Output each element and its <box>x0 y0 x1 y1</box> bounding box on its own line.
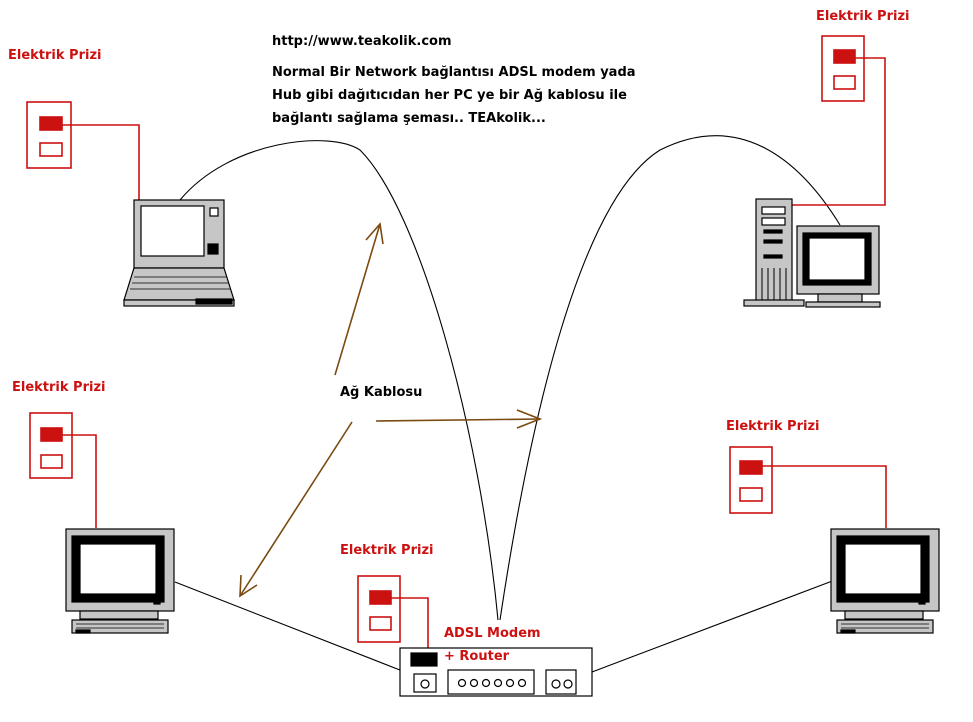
cable-label: Ağ Kablosu <box>340 385 423 400</box>
desktop-computer-icon <box>743 198 881 308</box>
outlet-middle-right <box>729 446 887 528</box>
outlet-top-right <box>790 35 886 206</box>
arrow-up <box>334 222 384 376</box>
outlet-label-middle-left: Elektrik Prizi <box>12 380 106 395</box>
arrow-down-left <box>239 421 353 598</box>
adsl-modem-icon <box>399 647 593 697</box>
header-text: http://www.teakolik.com Normal Bir Netwo… <box>272 30 692 130</box>
outlet-label-top-right: Elektrik Prizi <box>816 9 910 24</box>
cable-right-monitor <box>591 579 836 673</box>
description-line-1: Normal Bir Network bağlantısı ADSL modem… <box>272 65 636 80</box>
modem-label-line1: ADSL Modem <box>444 626 541 641</box>
laptop-icon <box>123 199 235 307</box>
outlet-middle-left <box>29 412 97 528</box>
cable-laptop <box>179 140 499 621</box>
arrow-right <box>375 409 543 429</box>
cable-desktop <box>499 135 841 621</box>
outlet-label-top-left: Elektrik Prizi <box>8 48 102 63</box>
header-url: http://www.teakolik.com <box>272 34 452 49</box>
cable-arrows <box>239 222 543 598</box>
description-line-2: Hub gibi dağıtıcıdan her PC ye bir Ağ ka… <box>272 88 627 103</box>
right-monitor-icon <box>830 528 940 634</box>
description-line-3: bağlantı sağlama şeması.. TEAkolik... <box>272 111 546 126</box>
outlet-label-modem: Elektrik Prizi <box>340 543 434 558</box>
outlet-top-left <box>26 101 140 200</box>
modem-label-line2: + Router <box>444 649 510 664</box>
outlet-label-middle-right: Elektrik Prizi <box>726 419 820 434</box>
cable-left-monitor <box>174 581 406 673</box>
outlet-modem <box>357 575 429 648</box>
left-monitor-icon <box>65 528 175 634</box>
network-cables <box>174 135 841 673</box>
